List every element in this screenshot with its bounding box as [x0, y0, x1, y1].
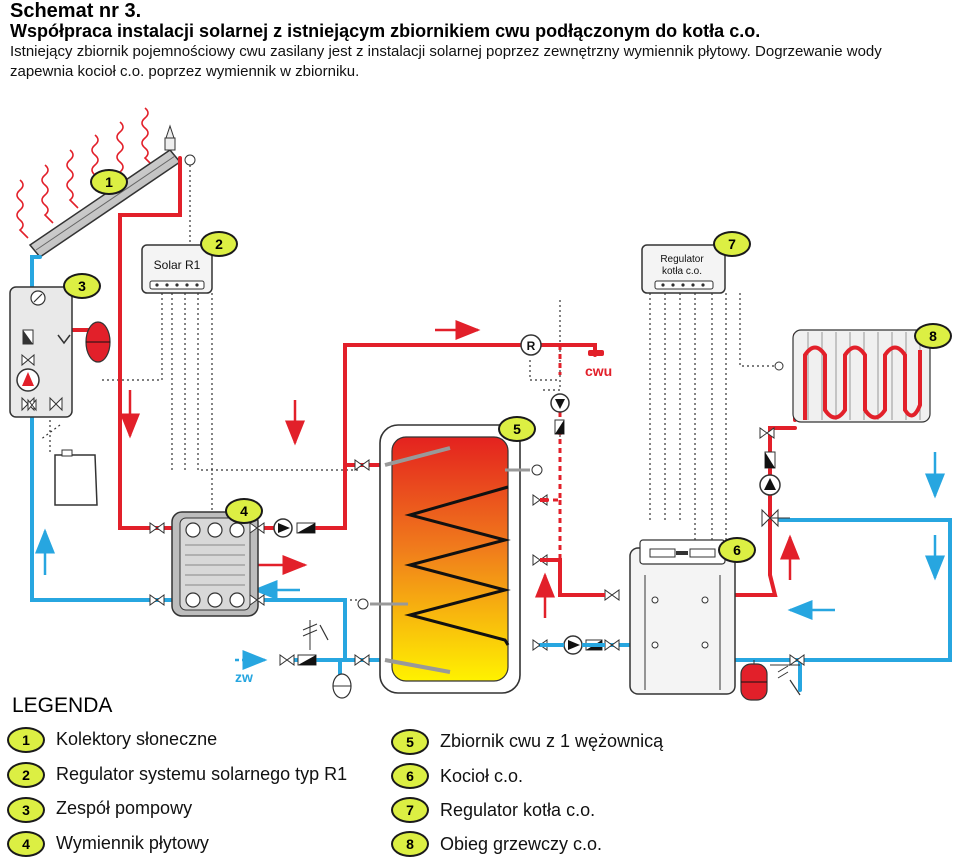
dhw-storage-tank: [357, 424, 543, 694]
air-vent-icon: [164, 137, 176, 151]
heating-sensor-icon: [774, 361, 784, 371]
legend-badge-5: 5: [391, 729, 429, 755]
solar-controller-label: Solar R1: [154, 258, 201, 272]
pump-group: [9, 286, 73, 418]
dhw-tap-icon: [588, 350, 604, 356]
legend-item-4: Wymiennik płytowy: [56, 833, 209, 853]
cwu-label: cwu: [585, 363, 612, 379]
legend-item-7: Regulator kotła c.o.: [440, 800, 596, 820]
sensor-r-label: R: [527, 339, 536, 353]
legend-badge-1: 1: [7, 727, 45, 753]
glycol-canister: [54, 449, 98, 506]
boiler: [629, 539, 736, 695]
legend-item-8: Obieg grzewczy c.o.: [440, 834, 603, 854]
badge-3: 3: [63, 273, 101, 299]
badge-6: 6: [718, 537, 756, 563]
badge-4: 4: [225, 498, 263, 524]
legend-item-5: Zbiornik cwu z 1 wężownicą: [440, 731, 664, 751]
legend-item-3: Zespół pompowy: [56, 798, 193, 818]
badge-8: 8: [914, 323, 952, 349]
dhw-circulation: R cwu: [520, 334, 612, 435]
plate-heat-exchanger: [171, 511, 259, 617]
zw-label: zw: [235, 669, 253, 685]
valve-icon: [21, 353, 35, 367]
expansion-vessel-solar: [85, 321, 111, 363]
page-subtitle: Współpraca instalacji solarnej z istniej…: [10, 21, 761, 41]
legend-badge-7: 7: [391, 797, 429, 823]
badge-2: 2: [200, 231, 238, 257]
boiler-controller-label-line1: Regulator: [660, 254, 704, 265]
radiator: [774, 329, 931, 423]
legend-badge-6: 6: [391, 763, 429, 789]
collector-sensor-icon: [184, 154, 196, 166]
valves: [27, 398, 805, 666]
badge-7: 7: [713, 231, 751, 257]
legend-badge-2: 2: [7, 762, 45, 788]
legend-title: LEGENDA: [12, 694, 113, 717]
badge-1: 1: [90, 169, 128, 195]
tank-coil: [404, 485, 511, 646]
legend-badge-3: 3: [7, 797, 45, 823]
safety-valve-icon: [302, 623, 318, 637]
tank-sensor-icon: [531, 464, 543, 476]
legend-item-6: Kocioł c.o.: [440, 766, 524, 786]
tank-sensor-lower-icon: [357, 598, 369, 610]
badge-5: 5: [498, 416, 536, 442]
legend-item-1: Kolektory słoneczne: [56, 729, 218, 749]
boiler-controller-label-line2: kotła c.o.: [662, 266, 702, 277]
room-sensor-icon: [520, 334, 542, 356]
page-description: Istniejący zbiornik pojemnościowy cwu za…: [10, 43, 882, 80]
legend-item-2: Regulator systemu solarnego typ R1: [56, 764, 348, 784]
dhw-dashed: [540, 345, 562, 562]
page-title: Schemat nr 3.: [10, 0, 142, 22]
legend-badge-8: 8: [391, 831, 429, 857]
legend-badge-4: 4: [7, 831, 45, 857]
boiler-controller: Regulator kotła c.o.: [641, 244, 726, 294]
boiler-coil-pump: [540, 498, 605, 655]
solar-controller: Solar R1: [141, 244, 213, 294]
flow-arrows: [35, 320, 945, 670]
heating-expansion-vessel: [740, 660, 801, 701]
heating-circuit-pump: [759, 451, 790, 528]
solar-pump: [273, 518, 316, 538]
cold-water-fittings: [297, 620, 352, 699]
